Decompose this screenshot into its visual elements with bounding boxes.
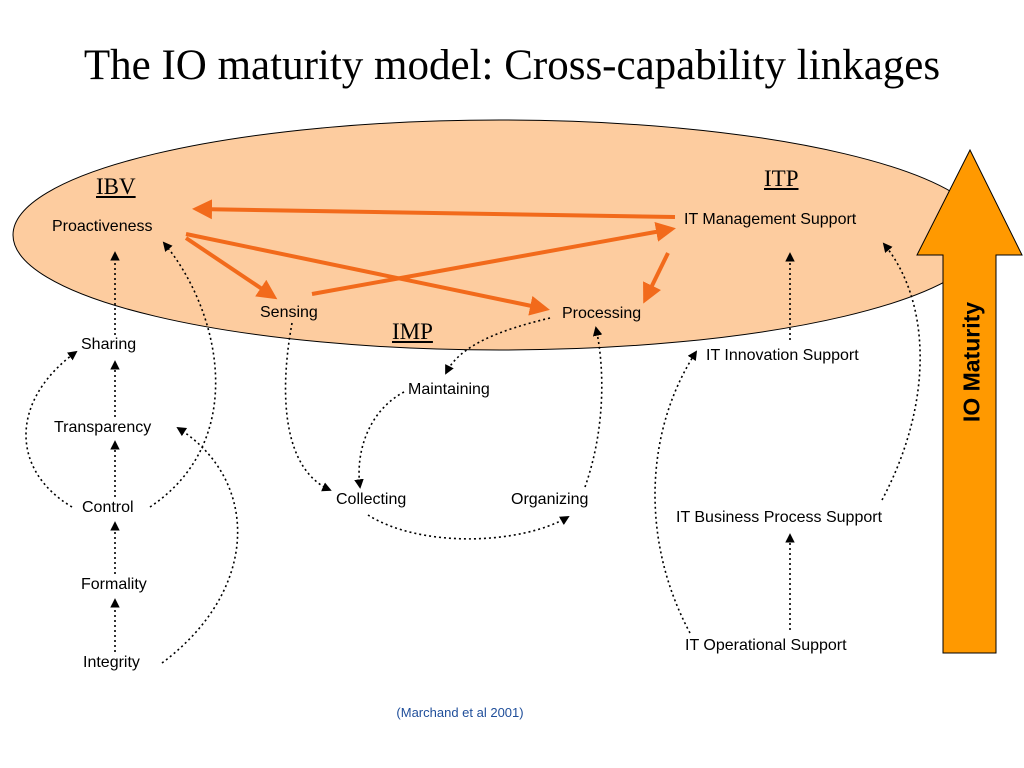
node-it-operational-support: IT Operational Support (685, 637, 847, 654)
node-formality: Formality (81, 576, 147, 593)
node-maintaining: Maintaining (408, 381, 490, 398)
maturity-label: IO Maturity (958, 301, 985, 423)
node-sharing: Sharing (81, 336, 137, 353)
link-itms-to-proactiveness (192, 199, 676, 220)
capability-ellipse (12, 119, 988, 351)
node-transparency: Transparency (54, 419, 152, 436)
link-proactiveness-to-sensing (184, 236, 278, 300)
group-label-itp: ITP (764, 166, 799, 191)
link-collecting-to-organizing (367, 514, 570, 540)
node-it-management-support: IT Management Support (684, 211, 857, 228)
node-it-business-process-support: IT Business Process Support (676, 509, 883, 526)
link-sensing-to-itms (311, 222, 676, 296)
link-itbps-to-itms (881, 242, 921, 501)
maturity-arrow (916, 148, 1023, 654)
node-organizing: Organizing (511, 491, 589, 508)
link-itos-to-itis (654, 350, 698, 634)
group-label-imp: IMP (392, 319, 433, 344)
node-proactiveness: Proactiveness (52, 218, 153, 235)
link-itms-to-processing (643, 252, 670, 304)
slide-title: The IO maturity model: Cross-capability … (83, 42, 941, 89)
node-sensing: Sensing (260, 304, 318, 321)
link-maintaining-to-collecting (354, 391, 405, 489)
link-control-to-sharing (25, 350, 78, 508)
link-processing-to-maintaining (445, 317, 551, 375)
group-label-ibv: IBV (96, 174, 136, 199)
link-integrity-to-transparency (161, 426, 239, 664)
node-processing: Processing (562, 305, 642, 322)
node-control: Control (82, 499, 134, 516)
link-organizing-to-processing (584, 326, 603, 488)
link-sensing-to-collecting (284, 322, 332, 492)
link-proactiveness-to-processing (185, 232, 550, 316)
citation: (Marchand et al 2001) (396, 705, 524, 720)
node-it-innovation-support: IT Innovation Support (706, 347, 859, 364)
node-integrity: Integrity (83, 654, 140, 671)
node-collecting: Collecting (336, 491, 407, 508)
